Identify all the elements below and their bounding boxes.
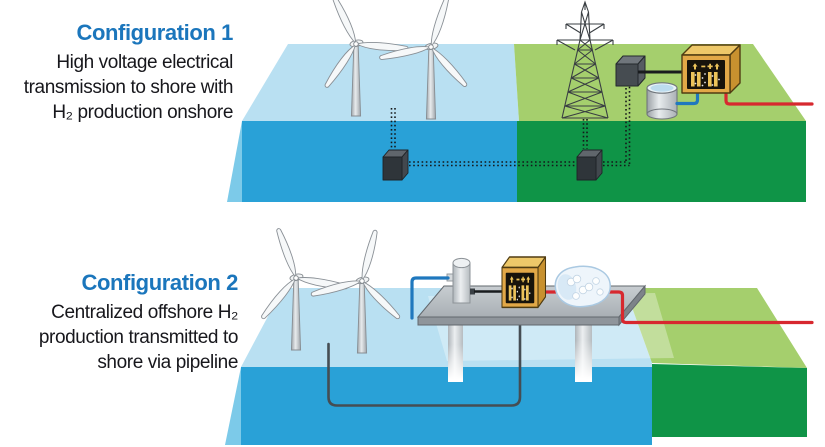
land-front-face <box>652 364 807 437</box>
platform-leg <box>448 318 592 382</box>
transmission-tower-icon <box>556 0 614 119</box>
subsea-cable-dotted-icon <box>390 86 631 167</box>
config2-desc-line3: shore via pipeline <box>97 352 238 373</box>
electrolyzer-icon <box>501 256 547 309</box>
water-pipe <box>410 276 450 320</box>
land-front-face <box>517 121 806 202</box>
sea-front-face <box>242 121 517 202</box>
config1-title: Configuration 1 <box>76 20 233 45</box>
land-surface <box>625 288 807 368</box>
config1-desc-line1: High voltage electrical <box>56 52 233 73</box>
config2-desc-line2: production transmitted to <box>38 327 239 348</box>
config1-desc-line2: transmission to shore with <box>23 77 234 98</box>
config2-scene <box>225 212 814 445</box>
water-intake-unit-icon <box>446 257 475 304</box>
hydrogen-pipeline-icon <box>538 290 814 325</box>
sea-side-face <box>227 121 242 202</box>
config1-label-block: Configuration 1 High voltage electrical … <box>0 20 234 125</box>
config2-desc-line1: Centralized offshore H₂ <box>51 302 238 323</box>
subsea-substation-icon <box>382 149 409 181</box>
config1-scene <box>227 0 814 202</box>
subsea-cable-icon <box>327 323 522 407</box>
hydrogen-gas-bubble-icon <box>554 265 611 308</box>
underground-junction-box-icon <box>576 149 603 181</box>
config1-desc-line3: H₂ production onshore <box>52 102 233 123</box>
hydrogen-pipeline-icon <box>724 89 814 106</box>
electrolyzer-icon <box>681 44 741 94</box>
water-pipe <box>675 89 700 106</box>
config2-title: Configuration 2 <box>81 270 238 295</box>
water-tank-icon <box>646 82 678 120</box>
sea-side-face <box>225 367 241 445</box>
config2-label-block: Configuration 2 Centralized offshore H₂ … <box>0 270 239 375</box>
